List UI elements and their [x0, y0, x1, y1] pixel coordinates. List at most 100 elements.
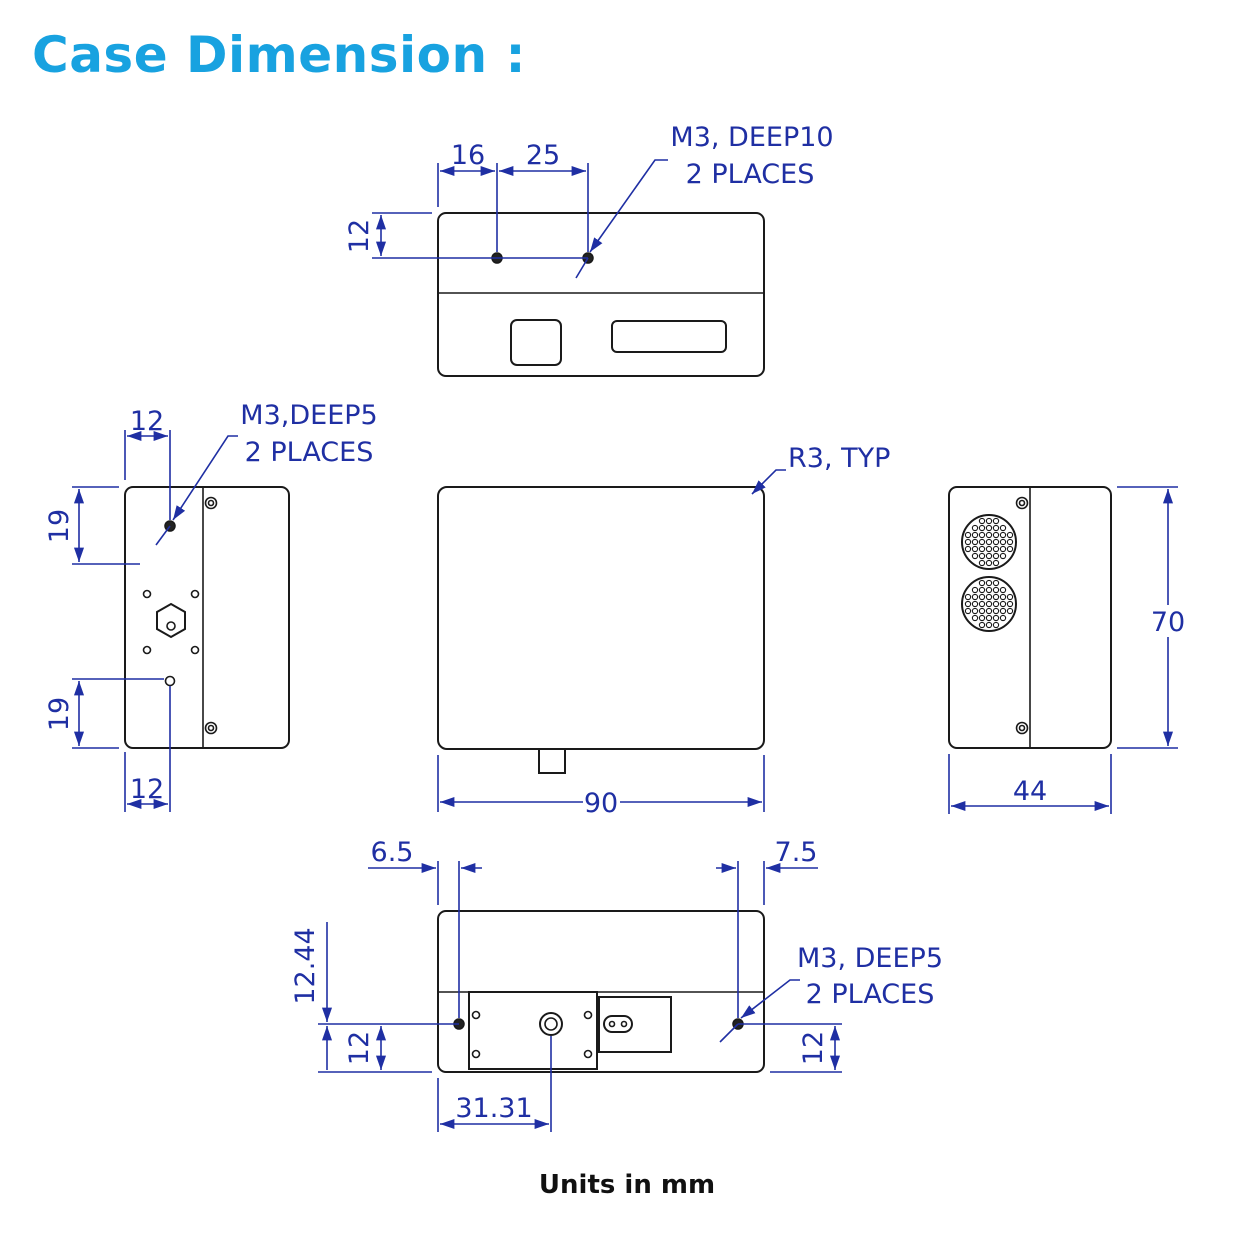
vent-perforation: [992, 517, 1000, 525]
bottom-view-connector-plate: [468, 991, 598, 1070]
front-view: 90 R3, TYP: [437, 443, 890, 819]
left-view-thread-note-line2: 2 PLACES: [245, 437, 374, 468]
bottom-view-thread-note-line1: M3, DEEP5: [797, 943, 943, 974]
top-view-thread-note-line2: 2 PLACES: [686, 159, 815, 190]
left-view-body: [124, 486, 290, 749]
right-view: 70 44: [948, 486, 1185, 814]
vent-perforation: [978, 614, 986, 622]
units-note: Units in mm: [538, 1170, 716, 1200]
bottom-view-oval-port: [603, 1015, 633, 1033]
vent-perforation: [999, 538, 1007, 546]
vent-perforation: [1006, 538, 1014, 546]
vent-perforation: [971, 593, 979, 601]
vent-perforation: [992, 559, 1000, 567]
dim-7-5: 7.5: [775, 837, 818, 868]
vent-perforation: [992, 524, 1000, 532]
bottom-view-thread-note-line2: 2 PLACES: [806, 979, 935, 1010]
vent-perforation: [964, 545, 972, 553]
vent-perforation: [999, 593, 1007, 601]
vent-perforation: [971, 607, 979, 615]
dim-44: 44: [1013, 776, 1047, 807]
dim-90: 90: [584, 788, 618, 819]
vent-perforation: [999, 524, 1007, 532]
front-view-body: [437, 486, 765, 750]
left-view-hex-connector: [156, 602, 186, 639]
vent-perforation: [985, 607, 993, 615]
vent-perforation: [978, 531, 986, 539]
vent-perforation: [978, 524, 986, 532]
vent-perforation: [985, 621, 993, 629]
top-view: 16 25 12 M3, DEEP10 2 PLACES: [344, 122, 834, 377]
left-view-tapped-hole-2: [164, 675, 176, 687]
dim-12-left-top: 12: [130, 406, 164, 437]
vent-perforation: [1006, 600, 1014, 608]
dim-25: 25: [526, 140, 560, 171]
vent-perforation: [964, 607, 972, 615]
top-view-square-port: [510, 319, 562, 366]
vent-perforation: [964, 538, 972, 546]
dim-12-bottom-left: 12: [344, 1031, 375, 1065]
dim-12-bottom-right: 12: [798, 1031, 829, 1065]
vent-perforation: [999, 545, 1007, 553]
bottom-view: 6.5 7.5 12.44 12 12 31.31 M3, DEEP5 2 PL…: [290, 837, 943, 1132]
vent-perforation: [971, 552, 979, 560]
left-view-thread-note-line1: M3,DEEP5: [240, 400, 377, 431]
vent-perforation: [992, 593, 1000, 601]
vent-perforation: [999, 607, 1007, 615]
vent-perforation: [985, 579, 993, 587]
vent-perforation: [978, 621, 986, 629]
right-view-vent-grille-1: [961, 514, 1017, 570]
vent-perforation: [1006, 593, 1014, 601]
vent-perforation: [978, 559, 986, 567]
vent-perforation: [964, 593, 972, 601]
dim-6-5: 6.5: [371, 837, 414, 868]
vent-perforation: [999, 531, 1007, 539]
bottom-view-round-connector: [539, 1012, 563, 1036]
vent-perforation: [985, 524, 993, 532]
vent-perforation: [992, 579, 1000, 587]
vent-perforation: [985, 593, 993, 601]
dim-12-44: 12.44: [290, 927, 321, 1004]
vent-perforation: [971, 531, 979, 539]
front-view-connector-stub: [538, 748, 566, 774]
vent-perforation: [985, 559, 993, 567]
vent-perforation: [978, 552, 986, 560]
dim-19-left-top: 19: [44, 509, 75, 543]
dim-70: 70: [1151, 607, 1185, 638]
vent-perforation: [985, 552, 993, 560]
vent-perforation: [985, 586, 993, 594]
vent-perforation: [978, 607, 986, 615]
page-title: Case Dimension :: [32, 26, 527, 84]
vent-perforation: [985, 517, 993, 525]
vent-perforation: [992, 586, 1000, 594]
vent-perforation: [971, 545, 979, 553]
vent-perforation: [978, 538, 986, 546]
vent-perforation: [971, 600, 979, 608]
vent-perforation: [999, 552, 1007, 560]
vent-perforation: [992, 538, 1000, 546]
front-view-radius-note: R3, TYP: [788, 443, 890, 474]
vent-perforation: [985, 614, 993, 622]
vent-perforation: [1006, 607, 1014, 615]
vent-perforation: [978, 586, 986, 594]
dim-19-left-bottom: 19: [44, 697, 75, 731]
vent-perforation: [992, 614, 1000, 622]
vent-perforation: [971, 538, 979, 546]
vent-perforation: [978, 517, 986, 525]
vent-perforation: [985, 538, 993, 546]
vent-perforation: [964, 531, 972, 539]
vent-perforation: [964, 600, 972, 608]
right-view-vent-grille-2: [961, 576, 1017, 632]
vent-perforation: [999, 614, 1007, 622]
top-view-slot-port: [611, 320, 727, 353]
vent-perforation: [985, 545, 993, 553]
vent-perforation: [978, 593, 986, 601]
vent-perforation: [992, 607, 1000, 615]
vent-perforation: [985, 531, 993, 539]
vent-perforation: [992, 545, 1000, 553]
dim-16: 16: [451, 140, 485, 171]
vent-perforation: [999, 600, 1007, 608]
vent-perforation: [971, 524, 979, 532]
vent-perforation: [1006, 531, 1014, 539]
